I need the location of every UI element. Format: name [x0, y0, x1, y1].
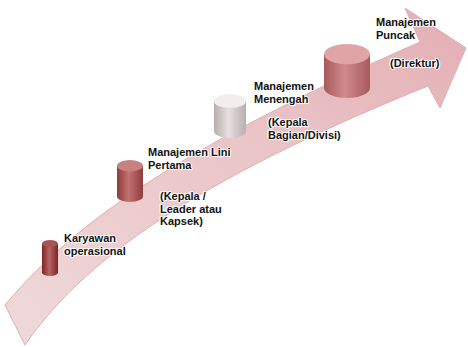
level-cylinder: Manajemen Puncak(Direktur)	[324, 44, 370, 98]
cylinder-shape	[324, 44, 370, 98]
cylinder-shape	[42, 240, 58, 276]
level-title: Karyawan operasional	[64, 232, 164, 257]
cylinder-shape	[117, 160, 143, 202]
level-title: Manajemen Menengah	[254, 80, 334, 105]
level-cylinder: Manajemen Menengah(Kepala Bagian/Divisi)	[214, 94, 246, 138]
level-role: (Kepala / Leader atau Kapsek)	[160, 190, 240, 228]
level-title: Manajemen Puncak	[376, 16, 458, 41]
level-cylinder: Karyawan operasional	[42, 240, 58, 276]
cylinder-body	[42, 244, 58, 276]
level-cylinder: Manajemen Lini Pertama(Kepala / Leader a…	[117, 160, 143, 202]
level-role: (Kepala Bagian/Divisi)	[268, 116, 364, 141]
level-role: (Direktur)	[390, 57, 458, 70]
cylinder-top	[324, 44, 370, 64]
curved-arrow	[5, 8, 466, 345]
level-title: Manajemen Lini Pertama	[148, 146, 234, 171]
cylinder-shape	[214, 94, 246, 138]
cylinder-top	[117, 160, 143, 171]
cylinder-top	[42, 240, 58, 247]
cylinder-top	[214, 94, 246, 108]
